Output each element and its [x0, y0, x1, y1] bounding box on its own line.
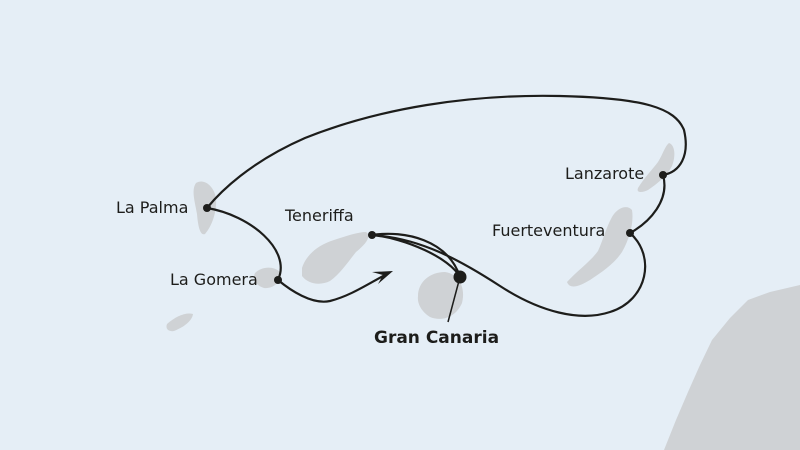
- island-tenerife: [302, 232, 369, 284]
- port-label-fuerteventura: Fuerteventura: [492, 221, 606, 240]
- island-lanzarote: [637, 143, 675, 193]
- island-el-hierro: [166, 313, 193, 332]
- port-marker-lanzarote: [659, 171, 667, 179]
- cruise-route-line: [205, 94, 687, 317]
- port-label-teneriffa: Teneriffa: [285, 206, 354, 225]
- port-marker-la-gomera: [274, 276, 282, 284]
- africa-coastline: [664, 285, 800, 450]
- port-marker-fuerteventura: [626, 229, 634, 237]
- island-fuerteventura: [567, 207, 633, 287]
- cruise-route-return-line: [370, 232, 462, 279]
- route-arrowhead-icon: [372, 271, 393, 284]
- gran-canaria-leader-line: [447, 276, 461, 323]
- port-marker-teneriffa: [368, 231, 376, 239]
- port-marker-gran-canaria: [453, 270, 467, 284]
- port-label-gran-canaria: Gran Canaria: [374, 328, 500, 348]
- port-marker-la-palma: [203, 204, 211, 212]
- island-la-gomera: [254, 267, 281, 289]
- port-label-la-gomera: La Gomera: [170, 270, 258, 289]
- port-label-la-palma: La Palma: [116, 198, 189, 217]
- port-label-lanzarote: Lanzarote: [565, 164, 645, 183]
